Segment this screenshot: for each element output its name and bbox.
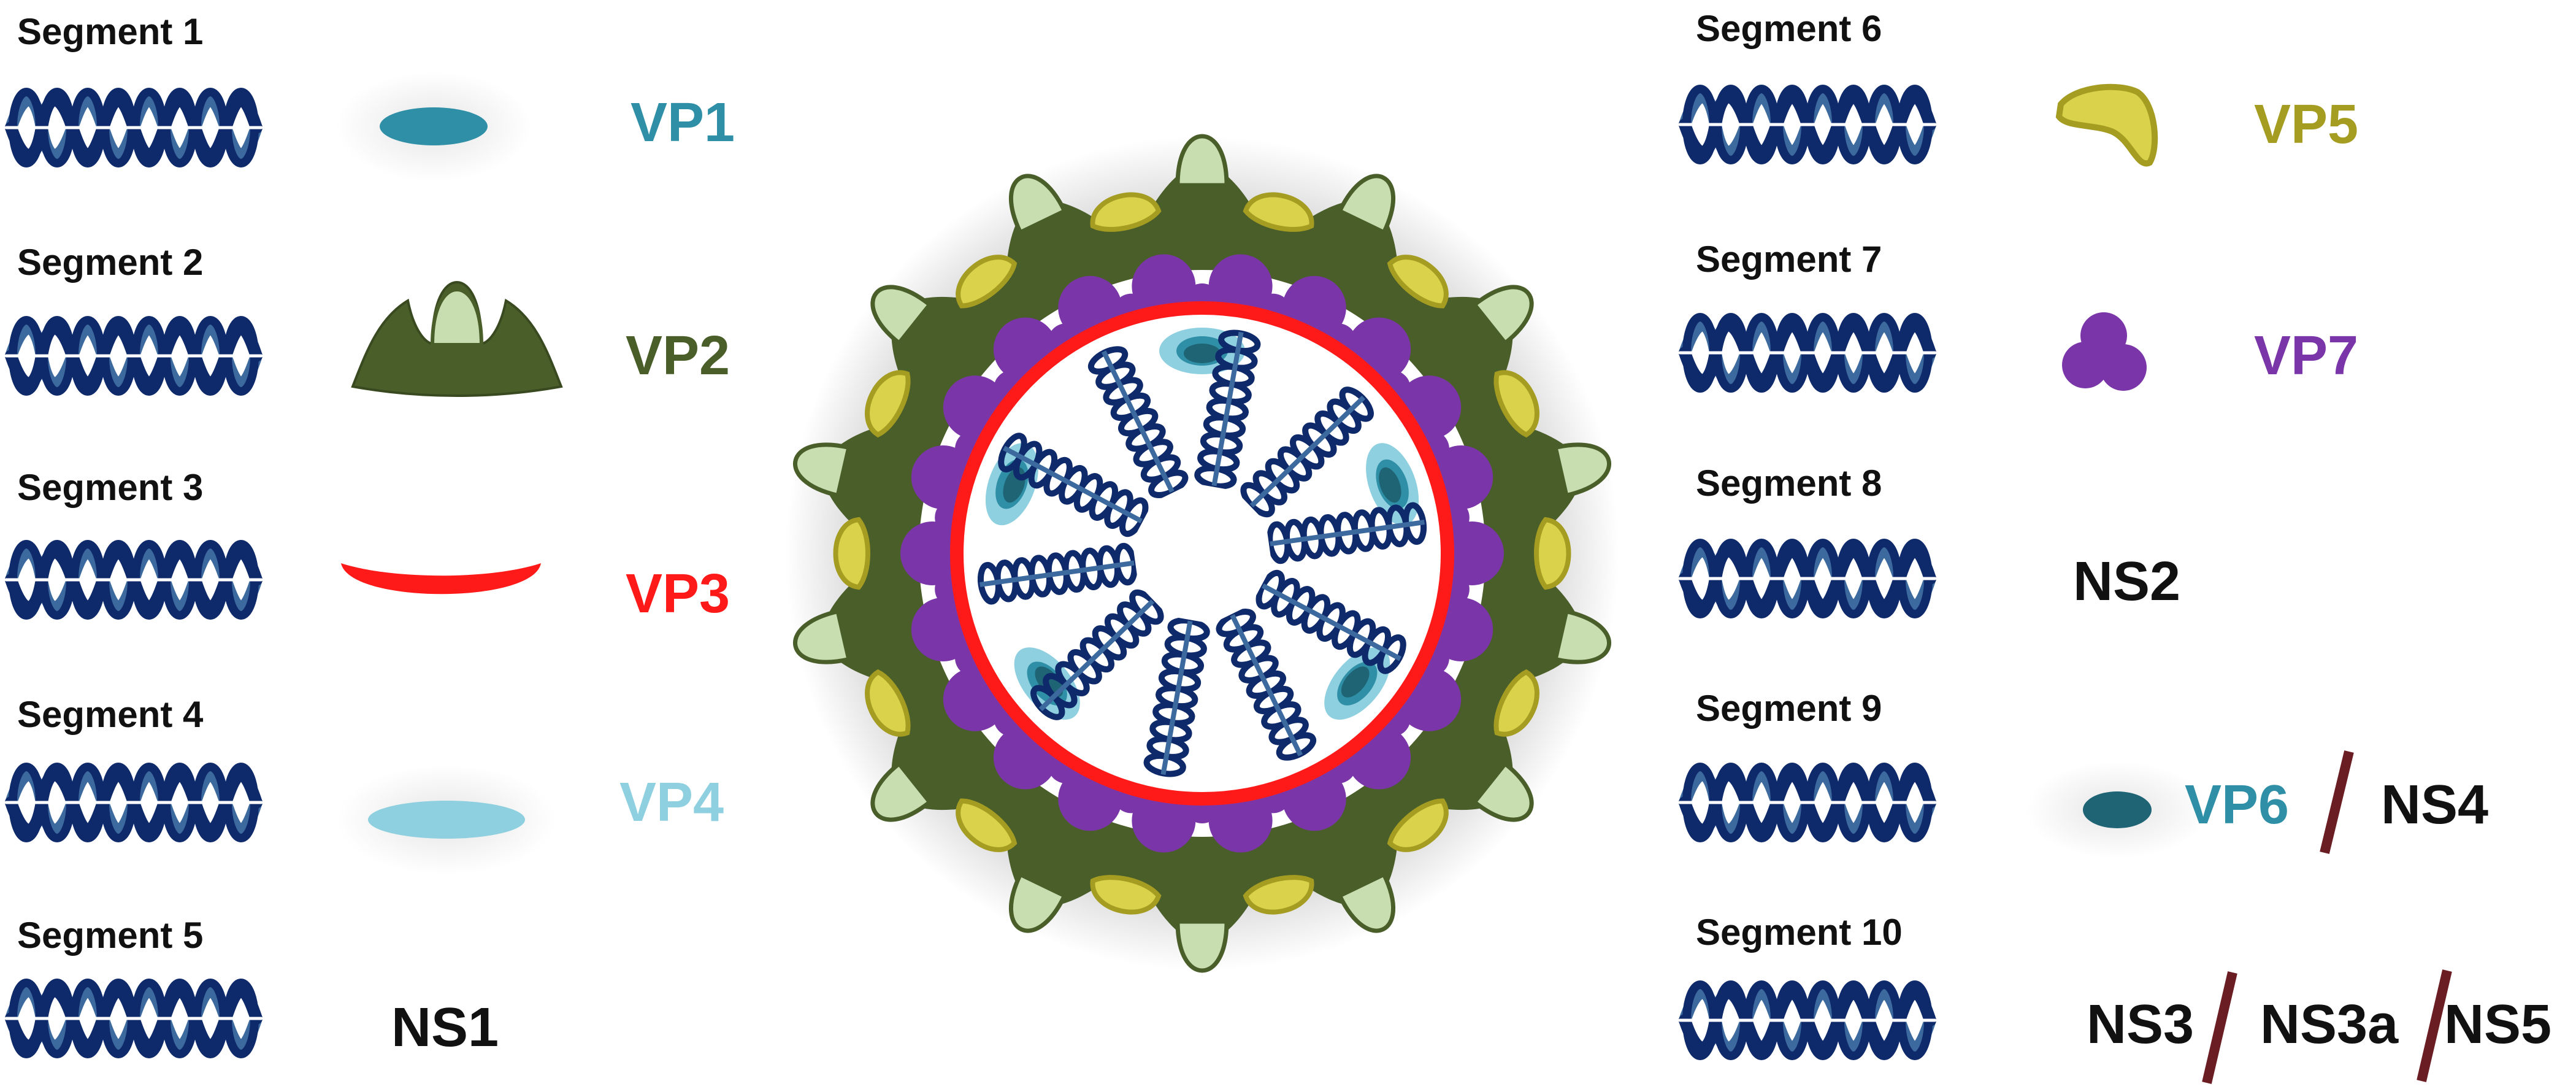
ns1-label: NS1: [391, 997, 499, 1058]
inner-enzyme-complex: [1366, 443, 1419, 526]
ns3a-label: NS3a: [2260, 994, 2399, 1055]
ns2-label: NS2: [2073, 551, 2180, 612]
left-column: Segment 1 VP1 Segment 2 VP2 Segment 3 VP…: [6, 11, 735, 1058]
segment-4-rna-icon: [6, 767, 261, 838]
vp5-globule: [865, 669, 911, 737]
vp6-label: VP6: [2185, 774, 2289, 836]
vp5-globule: [1243, 192, 1314, 232]
vp3-subcore-shell: [950, 301, 1454, 806]
vp4-icon: [368, 801, 525, 839]
segment-7-rna-icon: [1680, 317, 1935, 388]
vp2-spike: [792, 570, 892, 684]
segment-7-label: Segment 7: [1696, 239, 1882, 280]
segment-6-label: Segment 6: [1696, 8, 1882, 49]
ns3-ns3a-divider: [2202, 971, 2237, 1084]
virion-particle: [785, 134, 1619, 973]
vp2-label: VP2: [626, 325, 730, 387]
vp2-spike: [1006, 826, 1111, 933]
vp7-icon: [2062, 312, 2147, 391]
vp5-globule: [956, 798, 1018, 852]
ns4-label: NS4: [2381, 774, 2488, 836]
vp5-globule: [865, 370, 911, 438]
vp5-globule: [1090, 192, 1162, 232]
vp2-spike: [870, 285, 980, 393]
vp3-icon: [341, 563, 541, 595]
vp1-icon: [380, 107, 488, 145]
vp1-label: VP1: [631, 92, 735, 153]
vp2-spike: [1144, 885, 1260, 973]
vp2-spike: [1424, 714, 1534, 822]
vp5-globule: [1534, 517, 1571, 590]
vp2-spike: [1512, 423, 1612, 537]
vp5-globule: [1090, 875, 1162, 915]
vp5-globule: [1243, 875, 1314, 915]
segment-6-rna-icon: [1680, 89, 1935, 160]
segment-10-label: Segment 10: [1696, 912, 1903, 953]
segment-3-label: Segment 3: [17, 467, 203, 508]
right-column: Segment 6 VP5 Segment 7 VP7 Segment 8 NS…: [1680, 8, 2551, 1084]
vp2-icon: [353, 282, 561, 396]
segment-8-label: Segment 8: [1696, 463, 1882, 504]
segment-2-label: Segment 2: [17, 242, 203, 283]
vp5-globule: [833, 517, 870, 590]
vp6-icon: [2083, 791, 2152, 828]
vp6-ns4-divider: [2320, 750, 2354, 854]
vp2-spike: [1006, 174, 1111, 280]
vp5-globule: [1387, 798, 1449, 852]
ns3-label: NS3: [2087, 994, 2194, 1055]
vp3-label: VP3: [626, 563, 730, 625]
ns3a-ns5-divider: [2417, 969, 2452, 1082]
segment-8-rna-icon: [1680, 543, 1935, 614]
vp5-ring: [833, 192, 1571, 915]
inner-enzyme-complex: [1324, 647, 1390, 720]
segment-10-rna-icon: [1680, 985, 1935, 1056]
vp2-spike: [1293, 826, 1398, 933]
vp4-label: VP4: [619, 772, 724, 833]
segment-5-rna-icon: [6, 983, 261, 1054]
outer-capsid-spikes: [792, 134, 1612, 973]
vp2-spike: [792, 423, 892, 537]
segment-1-label: Segment 1: [17, 11, 203, 52]
segment-4-label: Segment 4: [17, 694, 204, 735]
vp5-globule: [956, 255, 1018, 309]
vp7-label: VP7: [2254, 325, 2358, 387]
vp2-spike: [1293, 174, 1398, 280]
vp5-globule: [1493, 370, 1539, 438]
vp2-spike: [1144, 134, 1260, 222]
vp5-label: VP5: [2254, 94, 2358, 155]
segment-2-rna-icon: [6, 320, 261, 391]
segment-1-rna-icon: [6, 92, 261, 163]
vp5-globule: [1387, 255, 1449, 309]
vp5-icon: [2059, 87, 2155, 164]
segment-9-label: Segment 9: [1696, 688, 1882, 729]
segment-3-rna-icon: [6, 544, 261, 615]
segment-5-label: Segment 5: [17, 915, 203, 956]
segment-9-rna-icon: [1680, 767, 1935, 838]
vp5-globule: [1493, 669, 1539, 737]
vp2-spike: [1424, 285, 1534, 393]
vp2-spike: [870, 714, 980, 822]
ns5-label: NS5: [2444, 994, 2551, 1055]
vp2-spike: [1512, 570, 1612, 684]
